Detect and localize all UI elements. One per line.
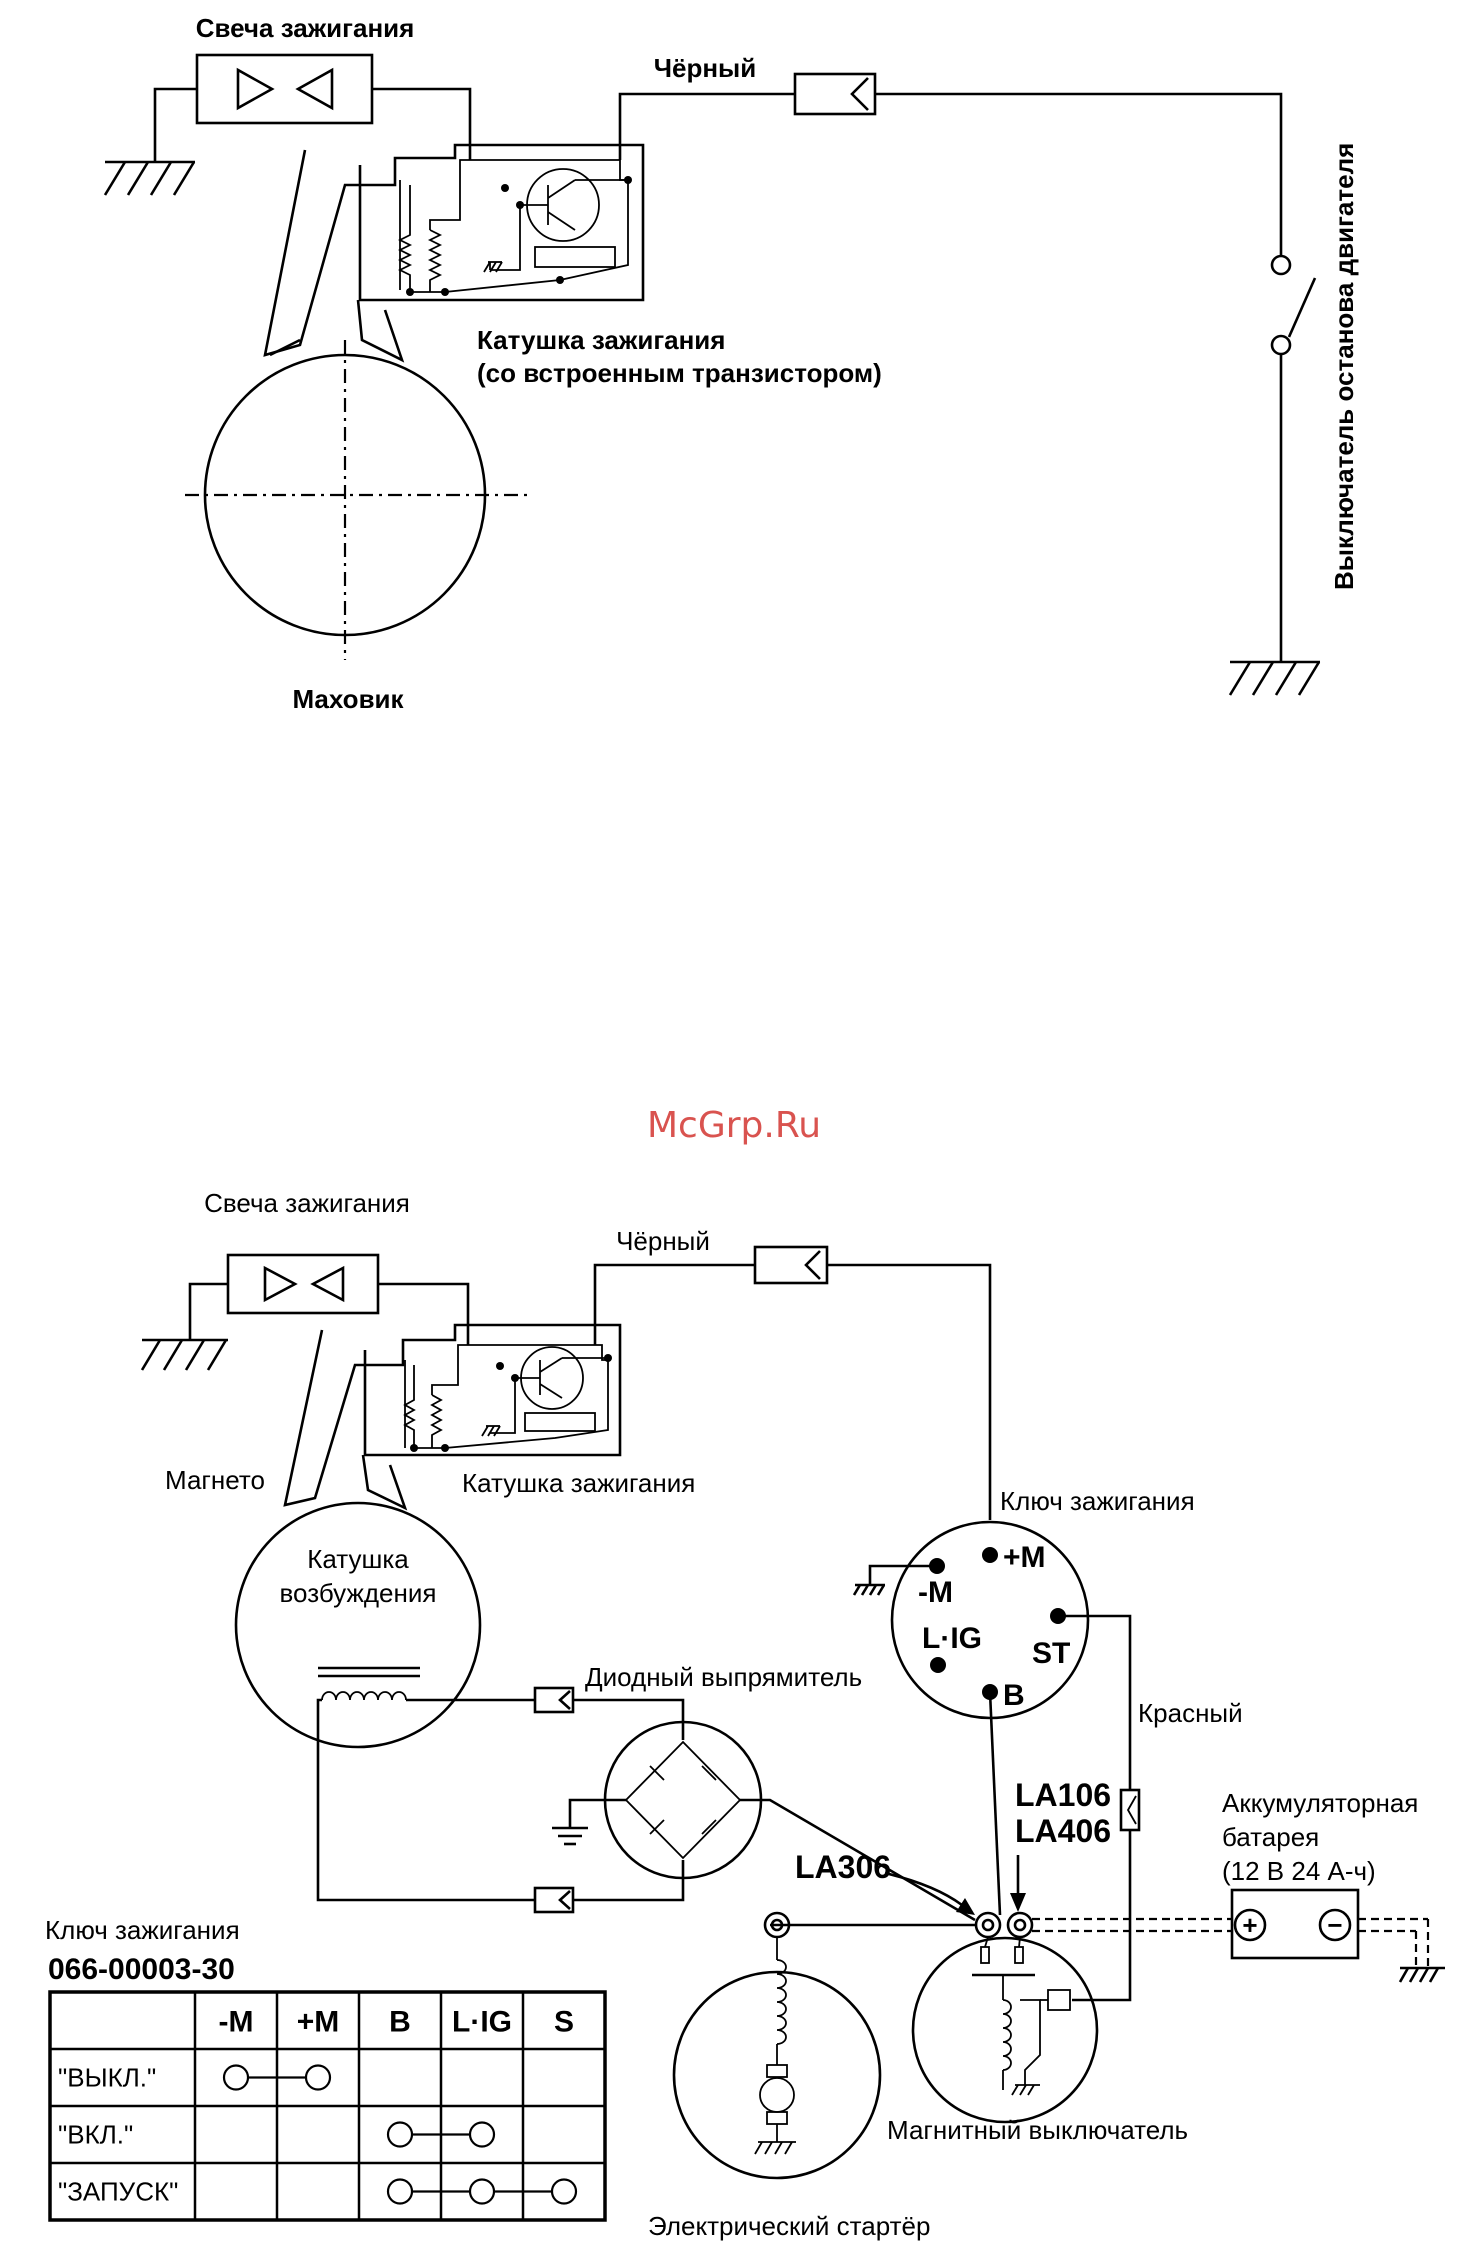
ground-symbol (103, 160, 196, 196)
flywheel (185, 340, 530, 660)
key-table-contact (222, 2064, 250, 2091)
label-exciter-coil: Катушка (307, 1544, 409, 1574)
battery-cables (1032, 1917, 1445, 1983)
label-ignition-coil-2: Катушка зажигания (462, 1468, 695, 1498)
ignition-key-table: Ключ зажигания 066-00003-30 -M +M B L·IG S "В… (45, 1915, 607, 2222)
electric-starter-symbol (672, 1911, 882, 2180)
label-ignition-coil-1-note: (со встроенным транзистором) (477, 358, 882, 388)
label-red-wire: Красный (1138, 1698, 1243, 1728)
key-table-title: Ключ зажигания (45, 1915, 240, 1945)
key-table-row-label: "ВКЛ." (58, 2120, 133, 2150)
key-table-header: -M (219, 2006, 254, 2039)
key-table-header: B (389, 2006, 411, 2039)
label-spark-plug-1: Свеча зажигания (196, 13, 415, 43)
key-table-header: S (554, 2006, 574, 2039)
label-la306: LA306 (795, 1849, 891, 1885)
label-battery-3: (12 В 24 А-ч) (1222, 1856, 1376, 1886)
magneto-core (263, 143, 645, 363)
key-table-header: L·IG (452, 2006, 512, 2039)
label-ignition-key: Ключ зажигания (1000, 1486, 1195, 1516)
key-terminal-minus-m: -M (918, 1576, 953, 1609)
battery-plus-sign: + (1242, 1910, 1257, 1940)
rectifier-connectors (533, 1686, 685, 1914)
key-table-grid: -M +M B L·IG S "ВЫКЛ." "ВКЛ." "ЗАПУСК" (48, 1990, 607, 2222)
key-table-contact (386, 2121, 414, 2148)
key-terminal-b: B (1003, 1679, 1025, 1712)
black-wire (618, 72, 1283, 255)
key-terminal-plus-m: +M (1003, 1541, 1046, 1574)
label-ignition-coil-1: Катушка зажигания (477, 325, 725, 355)
key-table-contact (550, 2178, 578, 2205)
ignition-coil-internals-2 (403, 1344, 612, 1452)
magnetic-switch-symbol (911, 1936, 1099, 2124)
battery-symbol (1230, 1888, 1360, 1960)
ignition-key-symbol (852, 1520, 1141, 2002)
label-battery-2: батарея (1222, 1822, 1319, 1852)
key-table-contact (468, 2178, 496, 2205)
diode-rectifier (552, 1720, 976, 1922)
watermark: McGrp.Ru (647, 1105, 821, 1146)
label-flywheel: Маховик (292, 684, 404, 714)
diagram-1-ignition: Свеча зажигания Чёрный Катушка зажигания… (103, 13, 1359, 714)
exciter-coil (234, 1501, 535, 1902)
spark-plug-symbol (153, 53, 374, 162)
la306-pointer (884, 1855, 1026, 1915)
key-table-row-label: "ВЫКЛ." (58, 2063, 156, 2093)
black-wire-2 (593, 1245, 992, 1520)
key-table-part-number: 066-00003-30 (48, 1953, 235, 1986)
diagram-2-charging-starting: + − (140, 1188, 1445, 2241)
ignition-coil-internals (397, 159, 632, 296)
ground-symbol-2 (140, 1338, 228, 1371)
label-spark-plug-2: Свеча зажигания (204, 1188, 410, 1218)
battery-minus-sign: − (1327, 1910, 1342, 1940)
label-la106: LA106 (1015, 1777, 1111, 1813)
stop-switch (1228, 254, 1321, 696)
key-terminal-lig: L·IG (922, 1622, 982, 1655)
key-table-contact (386, 2178, 414, 2205)
key-terminal-st: ST (1032, 1637, 1070, 1670)
label-stop-switch: Выключатель останова двигателя (1329, 143, 1359, 590)
key-table-row-label: "ЗАПУСК" (58, 2177, 178, 2207)
label-black-wire-1: Чёрный (654, 53, 757, 83)
label-black-wire-2: Чёрный (616, 1226, 710, 1256)
label-magnetic-switch: Магнитный выключатель (887, 2115, 1188, 2145)
spark-plug-symbol-2 (188, 1253, 380, 1340)
key-table-contact (304, 2064, 332, 2091)
label-battery-1: Аккумуляторная (1222, 1788, 1418, 1818)
label-exciter-coil-2: возбуждения (280, 1578, 437, 1608)
magneto-core-2 (283, 1323, 622, 1511)
label-magneto: Магнето (165, 1465, 265, 1495)
key-table-header: +M (297, 2006, 340, 2039)
terminals (770, 1911, 1034, 1939)
key-table-contact (468, 2121, 496, 2148)
label-diode-rectifier: Диодный выпрямитель (585, 1662, 862, 1692)
label-la406: LA406 (1015, 1813, 1111, 1849)
label-electric-starter: Электрический стартёр (648, 2211, 930, 2241)
